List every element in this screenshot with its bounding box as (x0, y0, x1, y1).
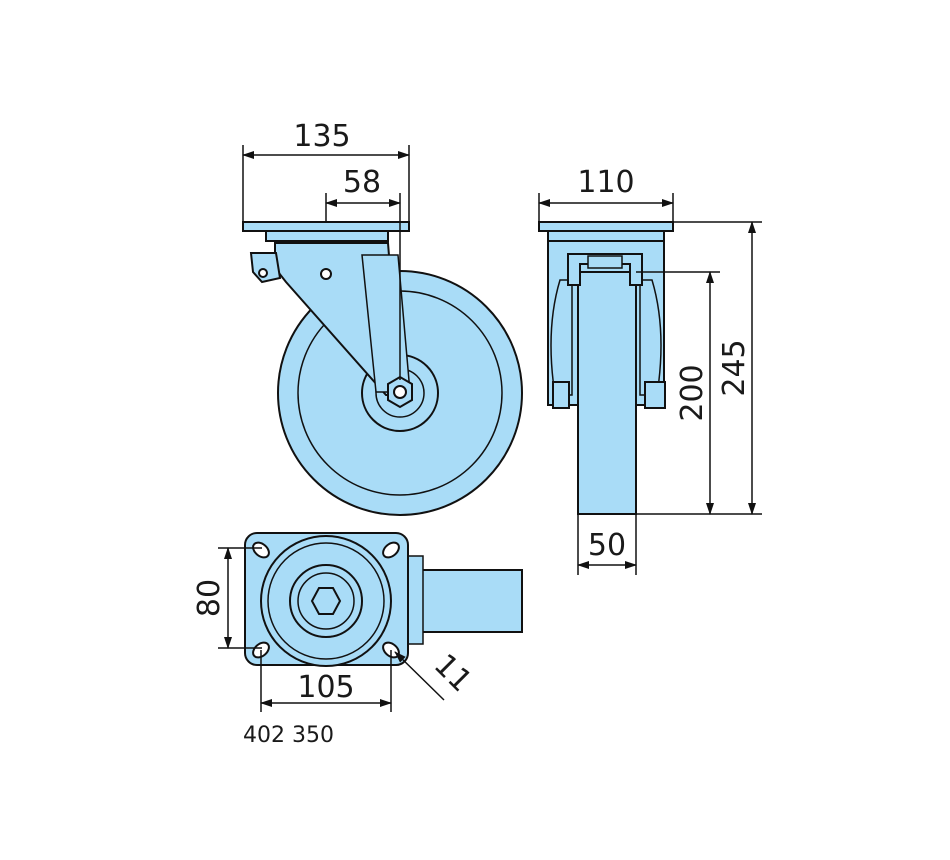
brake-pin (258, 268, 268, 278)
bolt-hole-top-left (252, 541, 270, 559)
axle-bolt-left (552, 381, 570, 409)
dim-total-height (636, 221, 762, 515)
dim-label-total-height: 245 (717, 339, 752, 396)
top-fork-leg (404, 569, 523, 633)
axle-bolt (393, 385, 407, 399)
part-number: 402 350 (243, 723, 334, 748)
dim-label-hole-spacing-v: 80 (192, 579, 227, 617)
top-ring-core (297, 572, 355, 630)
dim-overall-width (242, 145, 410, 222)
dim-plate-width (538, 193, 674, 222)
dim-hole-diameter (394, 651, 445, 701)
front-bearing (547, 230, 665, 242)
fork-rivet (320, 268, 332, 280)
swivel-bearing (265, 230, 389, 242)
side-view (242, 221, 523, 516)
front-wheel (577, 271, 637, 515)
dim-label-offset: 58 (343, 165, 381, 200)
brake-tab (249, 252, 282, 284)
dim-label-hole-spacing-h: 105 (297, 670, 354, 705)
dim-hole-spacing-h (260, 650, 392, 712)
dim-label-wheel-width: 50 (588, 528, 626, 563)
front-fork-bridge (567, 253, 643, 286)
front-top-plate (538, 221, 674, 232)
dim-hole-spacing-v (218, 547, 262, 649)
top-plate (242, 221, 410, 232)
top-view (244, 532, 523, 667)
dim-label-wheel-diameter: 200 (675, 364, 710, 421)
top-ring-mid (267, 542, 385, 660)
dim-wheel-diameter (636, 271, 720, 515)
kingpin-nut-icon (310, 587, 342, 615)
front-brake (587, 255, 623, 269)
dim-wheel-width (577, 514, 637, 575)
front-view (538, 221, 674, 515)
dim-label-plate-width: 110 (577, 165, 634, 200)
bolt-hole-top-right (382, 541, 400, 559)
dim-offset (325, 193, 401, 380)
dim-label-overall-width: 135 (293, 119, 350, 154)
axle-bolt-right (644, 381, 666, 409)
